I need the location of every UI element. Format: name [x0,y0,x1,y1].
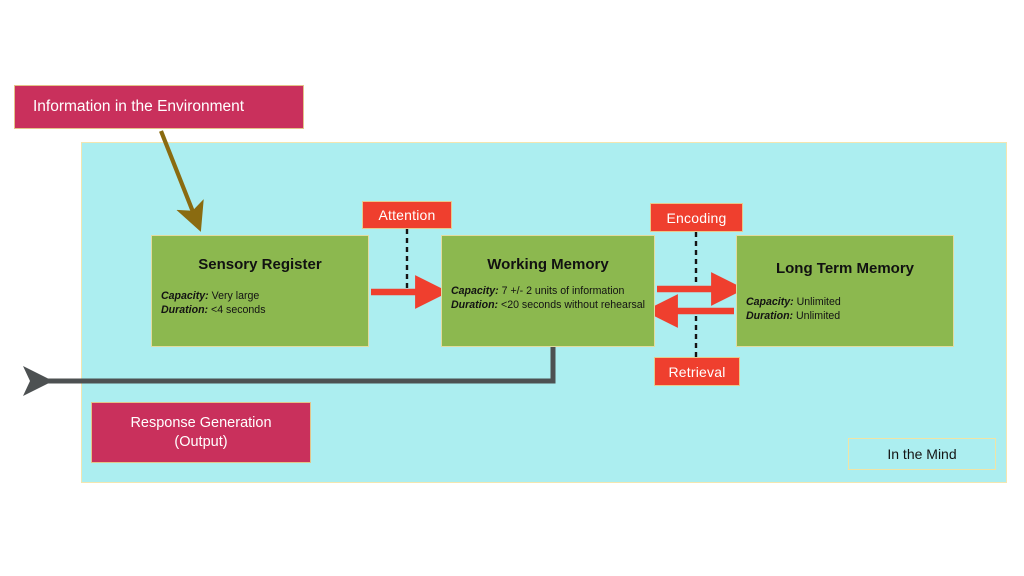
long-term-memory-details: Capacity: Unlimited Duration: Unlimited [737,295,953,324]
in-the-mind-caption: In the Mind [848,438,996,470]
sensory-register-details: Capacity: Very large Duration: <4 second… [152,289,368,318]
working-memory-title: Working Memory [487,256,609,273]
duration-row: Duration: <4 seconds [161,303,359,317]
response-generation-text: Response Generation (Output) [130,414,271,452]
duration-value: Unlimited [793,310,841,323]
capacity-row: Capacity: 7 +/- 2 units of information [451,284,645,298]
working-memory-box: Working Memory Capacity: 7 +/- 2 units o… [441,235,655,347]
retrieval-text: Retrieval [668,363,726,380]
capacity-label: Capacity: [746,296,794,308]
capacity-value: Very large [208,290,260,302]
encoding-process-label: Encoding [650,203,743,232]
capacity-label: Capacity: [161,290,209,302]
long-term-memory-box: Long Term Memory Capacity: Unlimited Dur… [736,235,954,347]
information-in-environment-box: Information in the Environment [14,85,304,129]
response-line-2: (Output) [174,433,228,450]
capacity-row: Capacity: Very large [161,289,359,303]
attention-process-label: Attention [362,201,452,229]
duration-label: Duration: [746,310,794,323]
long-term-memory-title: Long Term Memory [775,260,915,277]
duration-value: <20 seconds without rehearsal [498,299,646,312]
duration-label: Duration: [161,304,209,317]
retrieval-process-label: Retrieval [654,357,740,386]
duration-value: <4 seconds [208,304,266,317]
sensory-register-title: Sensory Register [198,256,322,273]
response-generation-box: Response Generation (Output) [91,402,311,463]
duration-row: Duration: Unlimited [746,309,944,323]
capacity-row: Capacity: Unlimited [746,295,944,309]
sensory-register-box: Sensory Register Capacity: Very large Du… [151,235,369,347]
capacity-value: 7 +/- 2 units of information [498,285,625,297]
capacity-value: Unlimited [793,296,841,308]
capacity-label: Capacity: [451,285,499,297]
duration-row: Duration: <20 seconds without rehearsal [451,298,645,312]
response-line-1: Response Generation [130,414,272,431]
duration-label: Duration: [451,299,499,312]
working-memory-details: Capacity: 7 +/- 2 units of information D… [442,284,654,313]
environment-label: Information in the Environment [33,97,245,115]
encoding-text: Encoding [666,209,727,226]
in-the-mind-text: In the Mind [887,446,957,462]
attention-text: Attention [378,207,436,223]
